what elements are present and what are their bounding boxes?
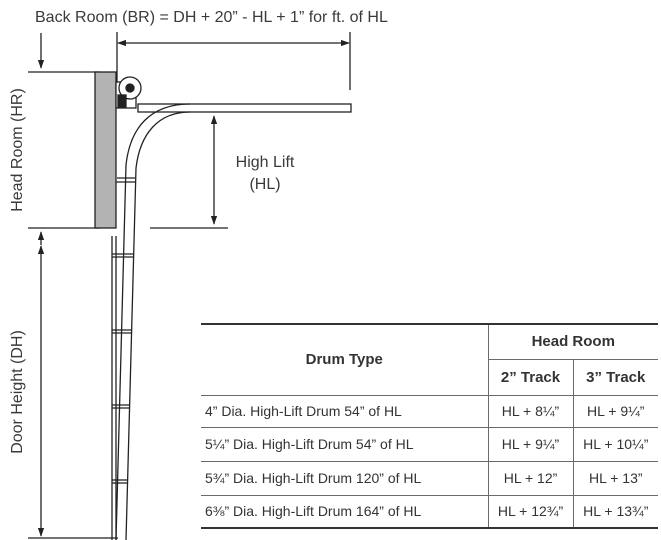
track-3-cell: HL + 13” <box>572 460 658 496</box>
vertical-curved-track <box>112 103 191 540</box>
track-3-cell: HL + 10¼” <box>572 426 658 462</box>
head-room-header: Head Room <box>487 323 658 360</box>
head-room-label: Head Room (HR) <box>9 88 26 212</box>
track-3-header: 3” Track <box>572 358 658 396</box>
door-height-dimension <box>28 245 118 539</box>
head-room-dimension <box>28 33 100 245</box>
high-lift-label: High Lift <box>236 154 295 171</box>
track-2-cell: HL + 9¼” <box>487 426 574 462</box>
track-2-cell: HL + 8¼” <box>487 394 574 428</box>
head-room-table: Drum Type Head Room 2” Track 3” Track 4”… <box>201 323 658 529</box>
header-wall-block <box>94 71 117 229</box>
high-lift-dimension <box>150 115 228 229</box>
horizontal-track <box>137 103 352 113</box>
high-lift-abbrev: (HL) <box>249 176 280 193</box>
drum-type-cell: 6⅜” Dia. High-Lift Drum 164” of HL <box>201 494 489 529</box>
table-row: 5¼” Dia. High-Lift Drum 54” of HL HL + 9… <box>201 426 658 462</box>
door-panel <box>111 236 117 540</box>
track-3-cell: HL + 9¼” <box>572 394 658 428</box>
track-2-cell: HL + 12¾” <box>487 494 574 529</box>
drum-assembly <box>115 76 142 109</box>
back-room-formula: Back Room (BR) = DH + 20” - HL + 1” for … <box>35 9 388 26</box>
table-row: 5¾” Dia. High-Lift Drum 120” of HL HL + … <box>201 460 658 496</box>
drum-type-cell: 4” Dia. High-Lift Drum 54” of HL <box>201 394 489 428</box>
drum-type-cell: 5¾” Dia. High-Lift Drum 120” of HL <box>201 460 489 496</box>
table-row: 4” Dia. High-Lift Drum 54” of HL HL + 8¼… <box>201 394 658 428</box>
track-2-header: 2” Track <box>487 358 574 396</box>
back-room-dimension <box>116 32 351 90</box>
door-height-label: Door Height (DH) <box>9 330 26 454</box>
track-3-cell: HL + 13¾” <box>572 494 658 529</box>
table-row: 6⅜” Dia. High-Lift Drum 164” of HL HL + … <box>201 494 658 529</box>
track-2-cell: HL + 12” <box>487 460 574 496</box>
drum-type-header: Drum Type <box>201 323 489 396</box>
drum-type-cell: 5¼” Dia. High-Lift Drum 54” of HL <box>201 426 489 462</box>
